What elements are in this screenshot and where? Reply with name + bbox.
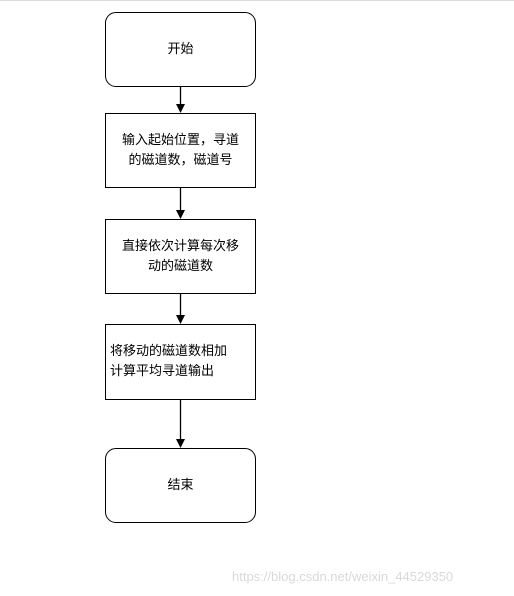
input-step-line-2: 的磁道数，磁道号 — [128, 152, 233, 168]
arrowhead-icon — [176, 210, 185, 219]
start-node-label: 开始 — [167, 40, 193, 60]
sum-average-step-node: 将移动的磁道数相加 计算平均寻道输出 — [105, 324, 256, 400]
arrowhead-icon — [176, 104, 185, 113]
calculate-step-line-1: 直接依次计算每次移 — [121, 238, 239, 254]
end-node-text: 结束 — [167, 477, 194, 493]
edge-calc-to-sum — [176, 294, 185, 324]
end-node-label: 结束 — [167, 476, 193, 496]
end-node: 结束 — [105, 448, 256, 523]
sum-average-step-line-1: 将移动的磁道数相加 — [110, 344, 228, 359]
sum-average-step-label: 将移动的磁道数相加 计算平均寻道输出 — [110, 342, 227, 382]
input-step-node: 输入起始位置，寻道 的磁道数，磁道号 — [105, 113, 256, 188]
edge-start-to-input — [176, 87, 185, 113]
start-node: 开始 — [105, 12, 256, 87]
input-step-line-1: 输入起始位置，寻道 — [121, 132, 239, 148]
calculate-step-node: 直接依次计算每次移 动的磁道数 — [105, 219, 256, 294]
edge-input-to-calc — [176, 188, 185, 219]
sum-average-step-line-2: 计算平均寻道输出 — [110, 364, 215, 379]
calculate-step-line-2: 动的磁道数 — [147, 258, 213, 274]
arrowhead-icon — [176, 315, 185, 324]
edge-sum-to-end — [176, 400, 185, 448]
calculate-step-label: 直接依次计算每次移 动的磁道数 — [122, 237, 239, 277]
watermark-url: https://blog.csdn.net/weixin_44529350 — [232, 569, 454, 584]
arrowhead-icon — [176, 439, 185, 448]
start-node-text: 开始 — [167, 41, 194, 57]
top-border-line — [0, 0, 514, 1]
input-step-label: 输入起始位置，寻道 的磁道数，磁道号 — [122, 131, 239, 171]
